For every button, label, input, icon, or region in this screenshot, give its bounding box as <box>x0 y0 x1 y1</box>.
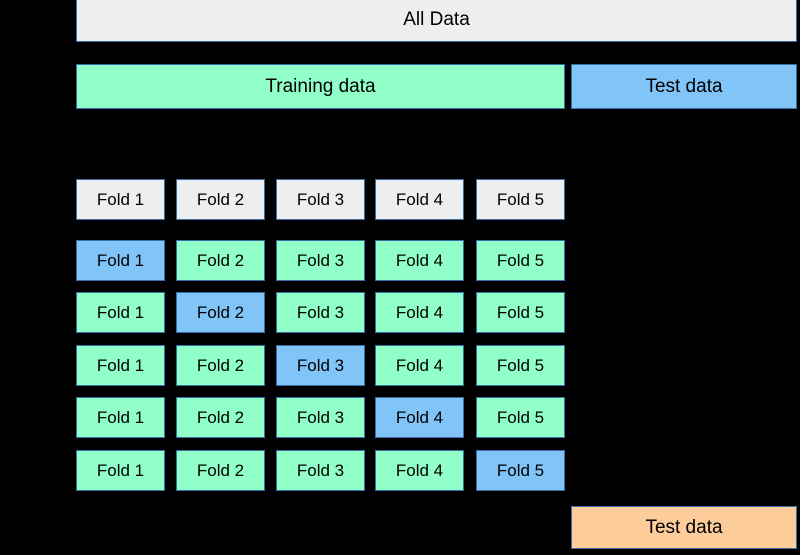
fold-label: Fold 1 <box>96 408 145 427</box>
fold-label: Fold 2 <box>196 408 245 427</box>
fold-label: Fold 2 <box>196 303 245 322</box>
fold-cell-r1-c3-training: Fold 3 <box>276 240 365 281</box>
fold-cell-r3-c1-training: Fold 1 <box>76 345 165 386</box>
fold-label: Fold 4 <box>395 251 444 270</box>
fold-cell-r4-c4-validation: Fold 4 <box>375 397 464 438</box>
training-data-bar: Training data <box>76 64 565 109</box>
fold-cell-r4-c5-training: Fold 5 <box>476 397 565 438</box>
fold-label: Fold 1 <box>96 251 145 270</box>
fold-cell-r1-c1-validation: Fold 1 <box>76 240 165 281</box>
fold-label: Fold 2 <box>196 190 245 209</box>
fold-label: Fold 5 <box>496 251 545 270</box>
fold-label: Fold 3 <box>296 408 345 427</box>
fold-label: Fold 3 <box>296 461 345 480</box>
fold-label: Fold 5 <box>496 356 545 375</box>
fold-label: Fold 4 <box>395 303 444 322</box>
fold-cell-r3-c5-training: Fold 5 <box>476 345 565 386</box>
fold-label: Fold 3 <box>296 190 345 209</box>
fold-cell-r4-c2-training: Fold 2 <box>176 397 265 438</box>
fold-cell-r1-c2-training: Fold 2 <box>176 240 265 281</box>
fold-header-cell-2: Fold 2 <box>176 179 265 220</box>
all-data-label: All Data <box>403 9 470 30</box>
fold-label: Fold 4 <box>395 408 444 427</box>
fold-cell-r4-c3-training: Fold 3 <box>276 397 365 438</box>
fold-cell-r2-c3-training: Fold 3 <box>276 292 365 333</box>
fold-label: Fold 5 <box>496 461 545 480</box>
fold-cell-r5-c3-training: Fold 3 <box>276 450 365 491</box>
fold-cell-r3-c4-training: Fold 4 <box>375 345 464 386</box>
fold-cell-r2-c5-training: Fold 5 <box>476 292 565 333</box>
fold-cell-r2-c2-validation: Fold 2 <box>176 292 265 333</box>
fold-cell-r5-c5-validation: Fold 5 <box>476 450 565 491</box>
fold-label: Fold 1 <box>96 356 145 375</box>
fold-label: Fold 5 <box>496 408 545 427</box>
fold-cell-r3-c3-validation: Fold 3 <box>276 345 365 386</box>
fold-cell-r5-c4-training: Fold 4 <box>375 450 464 491</box>
all-data-bar: All Data <box>76 0 797 42</box>
fold-label: Fold 5 <box>496 303 545 322</box>
fold-label: Fold 1 <box>96 461 145 480</box>
fold-label: Fold 2 <box>196 251 245 270</box>
fold-label: Fold 1 <box>96 303 145 322</box>
fold-cell-r3-c2-training: Fold 2 <box>176 345 265 386</box>
fold-header-cell-3: Fold 3 <box>276 179 365 220</box>
fold-label: Fold 3 <box>296 303 345 322</box>
fold-label: Fold 1 <box>96 190 145 209</box>
fold-cell-r2-c4-training: Fold 4 <box>375 292 464 333</box>
fold-label: Fold 4 <box>395 190 444 209</box>
fold-label: Fold 2 <box>196 356 245 375</box>
fold-label: Fold 4 <box>395 356 444 375</box>
fold-label: Fold 3 <box>296 251 345 270</box>
fold-header-cell-5: Fold 5 <box>476 179 565 220</box>
final-test-data-bar: Test data <box>571 506 797 549</box>
test-data-bar: Test data <box>571 64 797 109</box>
fold-cell-r1-c4-training: Fold 4 <box>375 240 464 281</box>
fold-header-cell-1: Fold 1 <box>76 179 165 220</box>
test-data-label: Test data <box>645 76 723 97</box>
fold-label: Fold 3 <box>296 356 345 375</box>
fold-cell-r4-c1-training: Fold 1 <box>76 397 165 438</box>
fold-label: Fold 4 <box>395 461 444 480</box>
training-data-label: Training data <box>265 76 376 97</box>
fold-cell-r2-c1-training: Fold 1 <box>76 292 165 333</box>
fold-label: Fold 2 <box>196 461 245 480</box>
fold-header-cell-4: Fold 4 <box>375 179 464 220</box>
fold-cell-r5-c1-training: Fold 1 <box>76 450 165 491</box>
fold-cell-r1-c5-training: Fold 5 <box>476 240 565 281</box>
fold-label: Fold 5 <box>496 190 545 209</box>
final-test-data-label: Test data <box>645 517 723 538</box>
fold-cell-r5-c2-training: Fold 2 <box>176 450 265 491</box>
